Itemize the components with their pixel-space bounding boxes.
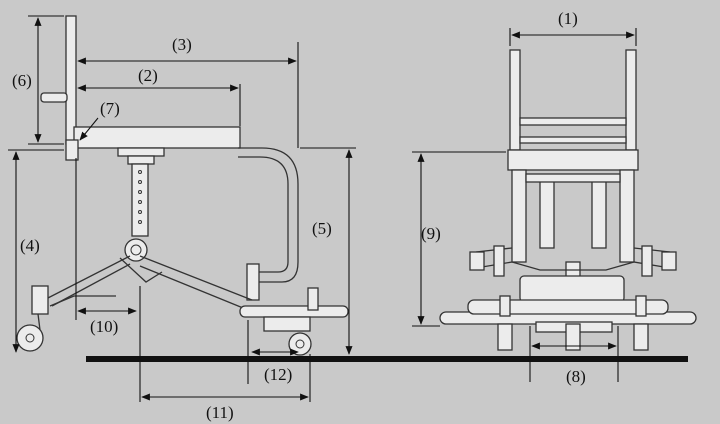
dimension-label-11: (11) <box>206 403 234 422</box>
dimension-lines <box>8 15 637 402</box>
dimension-label-6: (6) <box>12 71 32 90</box>
dimension-label-12: (12) <box>264 365 292 384</box>
dimension-label-9: (9) <box>421 224 441 243</box>
dimension-label-10: (10) <box>90 317 118 336</box>
dimension-label-3: (3) <box>172 35 192 54</box>
dimension-label-4: (4) <box>20 236 40 255</box>
dimension-label-5: (5) <box>312 219 332 238</box>
dimension-label-2: (2) <box>138 66 158 85</box>
dimension-label-7: (7) <box>100 99 120 118</box>
side-view-chair <box>16 15 349 356</box>
floor-line <box>86 356 688 362</box>
front-view-chair <box>439 49 697 351</box>
dimension-label-1: (1) <box>558 9 578 28</box>
dimension-label-8: (8) <box>566 367 586 386</box>
